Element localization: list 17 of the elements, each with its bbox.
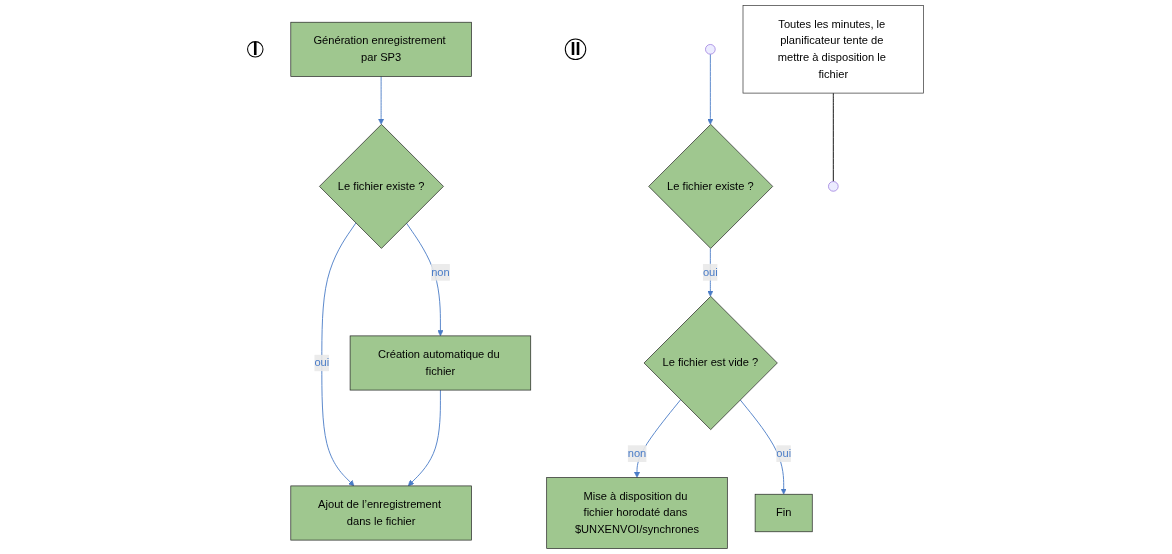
- node-box: Création automatique du fichier: [350, 335, 532, 391]
- node-box: Mise à disposition du fichier horodaté dans $UNXENVOI/synchrones: [546, 477, 729, 549]
- connector: [833, 92, 835, 182]
- node-box: Fin: [755, 493, 813, 533]
- edge-label: non: [628, 447, 647, 460]
- node-box: Génération enregistrement par SP3: [290, 21, 473, 77]
- node-circle: II: [565, 38, 587, 61]
- node-circle: I: [247, 41, 264, 58]
- node-diamond: Le fichier est vide ?: [644, 296, 779, 430]
- node-box: Ajout de l’enregistrement dans le fichier: [290, 485, 473, 541]
- edge-label: oui: [703, 266, 719, 278]
- node-box: Toutes les minutes, le planificateur tente de mettre à disposition le fichier: [743, 5, 925, 94]
- node-diamond: Le fichier existe ?: [319, 124, 445, 249]
- edge-label: oui: [314, 356, 330, 369]
- edge-label: oui: [776, 447, 792, 460]
- edge-label: non: [431, 266, 451, 278]
- node-diamond: Le fichier existe ?: [648, 124, 774, 249]
